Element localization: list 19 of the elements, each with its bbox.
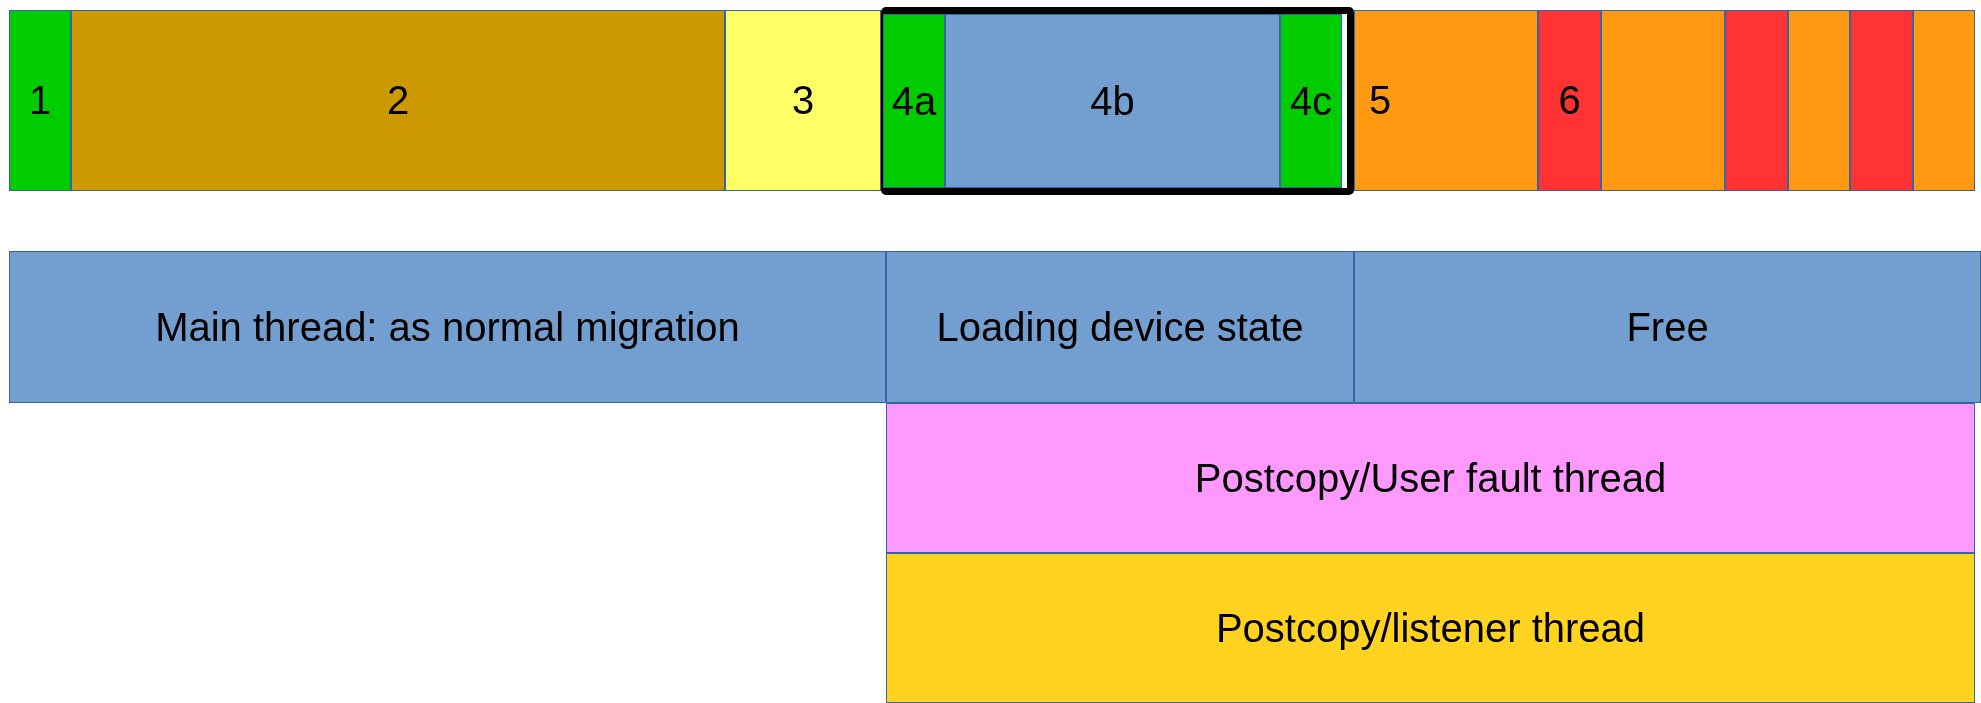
timeline-segment: [1850, 10, 1913, 191]
timeline-segment: 2: [71, 10, 725, 191]
timeline-segment: 5: [1354, 10, 1538, 191]
thread-bar: Loading device state: [886, 251, 1354, 403]
timeline-segment: 6: [1538, 10, 1601, 191]
timeline-segment: [1913, 10, 1975, 191]
highlight-frame: [881, 7, 1354, 195]
timeline-segment: [1601, 10, 1725, 191]
thread-bar: Free: [1354, 251, 1981, 403]
timeline-segment: 1: [9, 10, 71, 191]
timeline-segment: [1788, 10, 1850, 191]
thread-bar: Postcopy/listener thread: [886, 553, 1975, 703]
timeline-segment: 4c: [1280, 14, 1342, 188]
timeline-segment: 4b: [945, 14, 1280, 188]
thread-bar: Postcopy/User fault thread: [886, 403, 1975, 553]
timeline-segment: [1725, 10, 1788, 191]
timeline-segment: 4a: [883, 14, 945, 188]
timeline-segment: 3: [725, 10, 881, 191]
thread-bar: Main thread: as normal migration: [9, 251, 886, 403]
